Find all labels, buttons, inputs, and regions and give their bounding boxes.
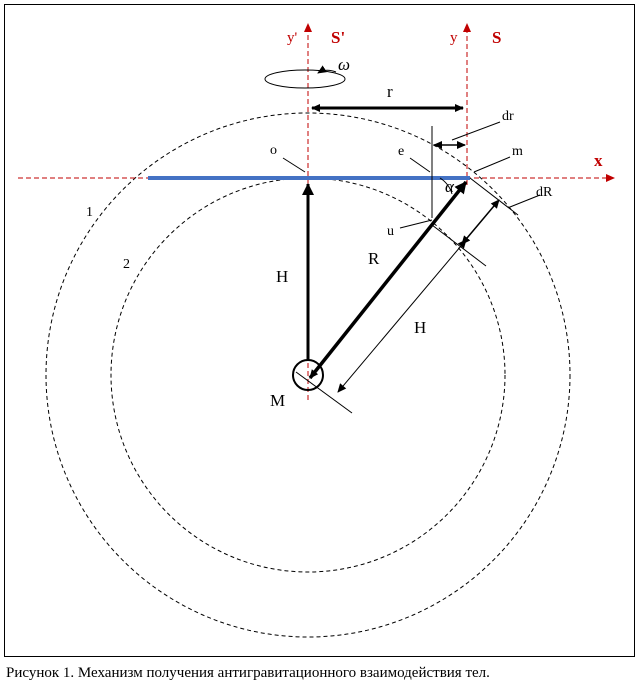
figure-caption: Рисунок 1. Механизм получения антигравит… <box>6 665 490 681</box>
mechanism-diagram: y' S' y S x ω r dr o e m α dR u 1 2 H R … <box>18 23 615 638</box>
outer-circle-1 <box>45 112 571 638</box>
label-h-vertical: H <box>276 267 288 286</box>
e-leader <box>409 157 431 173</box>
dR-arrow <box>461 199 500 245</box>
label-2: 2 <box>123 257 130 272</box>
label-e: e <box>398 144 404 159</box>
u-leader <box>399 219 433 229</box>
label-omega: ω <box>338 55 350 74</box>
label-m: m <box>512 144 523 159</box>
omega-arrow <box>317 65 337 74</box>
dr-lower-tick <box>431 224 487 267</box>
m-leader <box>473 156 511 173</box>
label-1: 1 <box>86 205 93 220</box>
h-lower-tick <box>295 371 353 414</box>
h-diagonal-arrow <box>337 239 467 393</box>
label-o: o <box>270 143 277 158</box>
r-diagonal-arrow <box>308 180 468 380</box>
label-u: u <box>387 224 394 239</box>
label-s: S <box>492 28 501 47</box>
label-s-prime: S' <box>331 28 345 47</box>
label-r: r <box>387 82 393 101</box>
rotation-ellipse <box>264 69 346 89</box>
figure-frame <box>4 4 635 657</box>
o-leader <box>282 157 306 173</box>
label-x: x <box>594 151 603 170</box>
label-dR: dR <box>536 185 553 200</box>
label-y-prime: y' <box>287 30 298 46</box>
dr-upper-tick <box>469 177 519 216</box>
label-R: R <box>368 249 380 268</box>
label-alpha: α <box>445 177 455 196</box>
label-dr: dr <box>502 109 514 124</box>
dR-leader <box>509 194 541 208</box>
label-h-diagonal: H <box>414 318 426 337</box>
label-y: y <box>450 30 458 46</box>
label-M: M <box>270 391 285 410</box>
dr-leader <box>451 121 501 141</box>
mass-circle <box>292 359 324 391</box>
